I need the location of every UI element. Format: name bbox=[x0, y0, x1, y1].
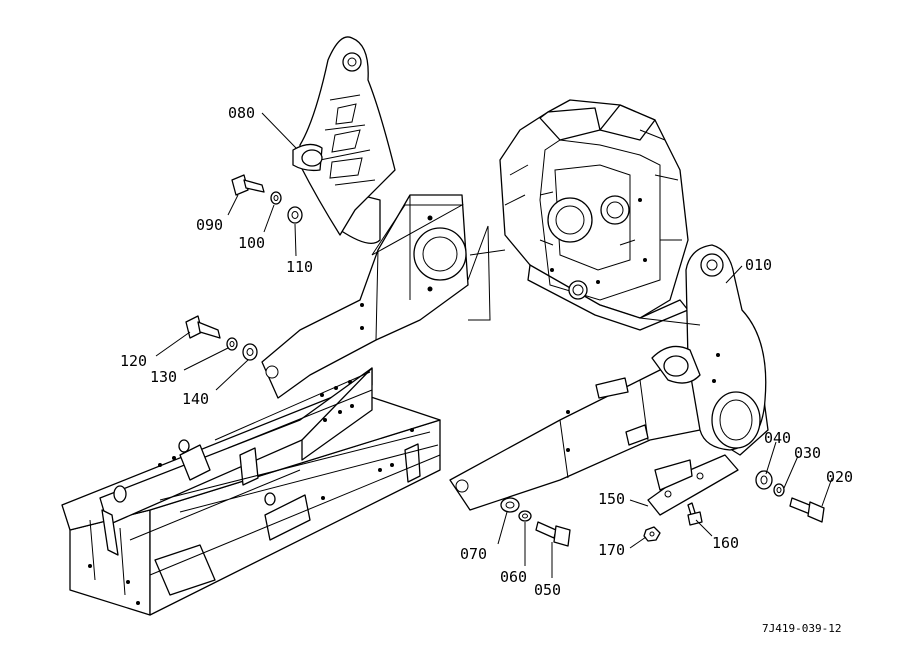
callout-030: 030 bbox=[794, 444, 821, 462]
callout-140: 140 bbox=[182, 390, 209, 408]
callout-040: 040 bbox=[764, 429, 791, 447]
washer-030 bbox=[773, 483, 785, 497]
nut-170 bbox=[643, 526, 661, 542]
callout-170: 170 bbox=[598, 541, 625, 559]
washer-110 bbox=[287, 206, 303, 224]
callout-050: 050 bbox=[534, 581, 561, 599]
callout-020: 020 bbox=[826, 468, 853, 486]
left-frame-arm bbox=[261, 36, 469, 399]
washer-070 bbox=[500, 497, 520, 513]
callout-070: 070 bbox=[460, 545, 487, 563]
washer-060 bbox=[518, 510, 532, 522]
washer-140 bbox=[242, 343, 258, 361]
callout-010: 010 bbox=[745, 256, 772, 274]
callout-110: 110 bbox=[286, 258, 313, 276]
engine-housing bbox=[499, 99, 689, 331]
bolt-090 bbox=[231, 174, 265, 196]
bolt-050 bbox=[535, 521, 571, 547]
callout-100: 100 bbox=[238, 234, 265, 252]
callout-160: 160 bbox=[712, 534, 739, 552]
drawing-reference: 7J419-039-12 bbox=[762, 622, 841, 635]
bolt-120 bbox=[185, 315, 221, 339]
bolt-160 bbox=[687, 502, 703, 526]
bracket-part bbox=[647, 454, 739, 516]
callout-130: 130 bbox=[150, 368, 177, 386]
callout-120: 120 bbox=[120, 352, 147, 370]
callout-090: 090 bbox=[196, 216, 223, 234]
callout-150: 150 bbox=[598, 490, 625, 508]
leader-lines bbox=[155, 112, 833, 578]
callout-060: 060 bbox=[500, 568, 527, 586]
washer-040 bbox=[755, 470, 773, 490]
assembly-lines bbox=[467, 225, 701, 326]
chassis-frame bbox=[61, 367, 441, 616]
right-frame-arm bbox=[449, 244, 769, 511]
callout-080: 080 bbox=[228, 104, 255, 122]
washer-130 bbox=[226, 337, 238, 351]
callout-labels: 010 020 030 040 050 060 070 080 090 100 … bbox=[120, 104, 853, 599]
washer-100 bbox=[270, 191, 282, 205]
bolt-020 bbox=[789, 497, 825, 523]
